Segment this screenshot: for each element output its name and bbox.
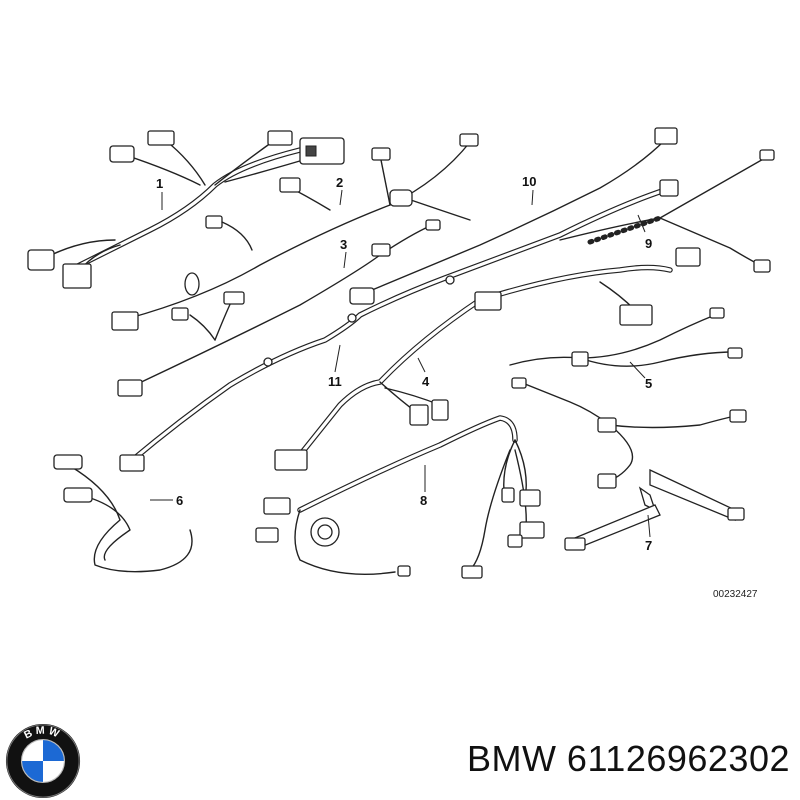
callout-8: 8 (420, 493, 427, 508)
callout-2: 2 (336, 175, 343, 190)
callout-1: 1 (156, 176, 163, 191)
bmw-logo: BMW (5, 723, 81, 799)
leader-lines (150, 189, 651, 538)
callout-5: 5 (645, 376, 652, 391)
harness-part-10 (349, 127, 678, 305)
bmw-logo-lettering: BMW (22, 724, 63, 741)
callout-6: 6 (176, 493, 183, 508)
wiring-harness-diagram: 1 2 3 10 9 4 5 11 6 8 7 00232427 (27, 127, 775, 600)
callout-9: 9 (645, 236, 652, 251)
callout-numbers: 1 2 3 10 9 4 5 11 6 8 7 (156, 174, 652, 553)
harness-part-8 (255, 415, 545, 579)
harness-part-5 (509, 307, 747, 489)
harness-part-4 (274, 264, 673, 471)
callout-3: 3 (340, 237, 347, 252)
part-number-caption: BMW 61126962302 (466, 738, 790, 779)
drawing-reference-number: 00232427 (713, 589, 758, 600)
callout-11: 11 (328, 374, 342, 389)
callout-10: 10 (522, 174, 536, 189)
callout-7: 7 (645, 538, 652, 553)
harness-part-9 (559, 149, 775, 273)
harness-part-7 (564, 468, 745, 551)
harness-part-1 (27, 130, 345, 289)
callout-4: 4 (422, 374, 430, 389)
harness-part-3 (117, 219, 441, 397)
harness-part-11 (119, 179, 679, 472)
harness-part-2 (111, 133, 479, 331)
harness-part-6 (53, 454, 193, 573)
